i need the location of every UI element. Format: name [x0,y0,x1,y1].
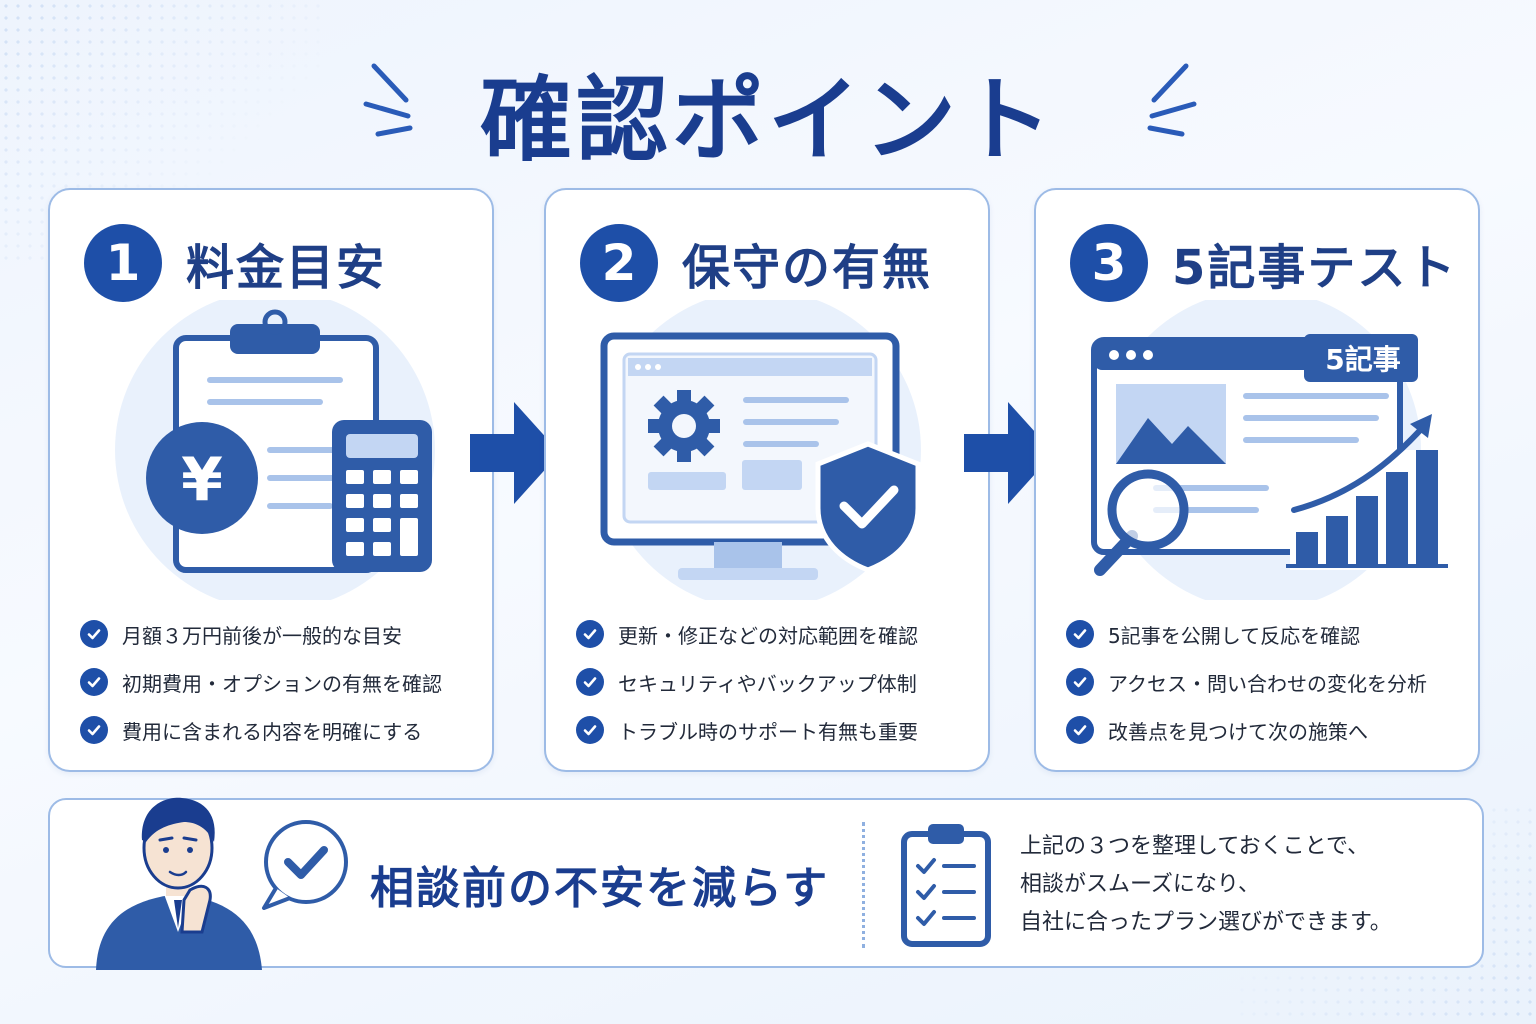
card-title: 料金目安 [186,240,387,296]
check-text: 月額３万円前後が一般的な目安 [122,623,402,648]
summary-line: 自社に合ったプラン選びができます。 [1020,910,1392,935]
check-text: トラブル時のサポート有無も重要 [618,719,918,744]
check-icon [1066,620,1094,648]
card-header: 3 5記事テスト [1070,224,1457,302]
check-icon [576,716,604,744]
check-icon [80,620,108,648]
arrow-right-icon [470,402,560,504]
check-item: 月額３万円前後が一般的な目安 [80,610,442,658]
summary-line: 上記の３つを整理しておくことで、 [1020,834,1370,859]
check-text: 改善点を見つけて次の施策へ [1108,719,1368,744]
arrow-right-icon [964,402,1054,504]
card-title: 5記事テスト [1172,240,1458,296]
step-number: 3 [1070,224,1148,302]
sparkle-left-icon [363,63,413,137]
check-text: 更新・修正などの対応範囲を確認 [618,623,918,648]
check-text: セキュリティやバックアップ体制 [618,671,917,696]
card-pricing: 1 料金目安 ¥ 月額３万円前後が一般的な目安 [48,188,494,772]
browser-chart-illustration [1091,300,1448,600]
check-item: アクセス・問い合わせの変化を分析 [1066,658,1427,706]
monitor-shield-illustration [600,300,921,600]
check-list: 5記事を公開して反応を確認 アクセス・問い合わせの変化を分析 改善点を見つけて次… [1066,610,1427,754]
check-text: 費用に含まれる内容を明確にする [122,719,423,744]
summary-line: 相談がスムーズになり、 [1020,872,1261,897]
check-item: 改善点を見つけて次の施策へ [1066,706,1427,754]
businessman-thinking-illustration [96,797,262,970]
card-header: 2 保守の有無 [580,224,932,302]
card-header: 1 料金目安 [84,224,386,302]
card-title: 保守の有無 [682,240,933,296]
check-list: 更新・修正などの対応範囲を確認 セキュリティやバックアップ体制 トラブル時のサポ… [576,610,918,754]
step-number: 2 [580,224,658,302]
check-icon [80,716,108,744]
check-list: 月額３万円前後が一般的な目安 初期費用・オプションの有無を確認 費用に含まれる内… [80,610,442,754]
card-maintenance: 2 保守の有無 [544,188,990,772]
check-text: 初期費用・オプションの有無を確認 [122,671,442,696]
check-icon [1066,668,1094,696]
article-count-badge: 5記事 [1325,343,1401,376]
check-text: 5記事を公開して反応を確認 [1108,623,1361,648]
divider [862,822,865,948]
check-text: アクセス・問い合わせの変化を分析 [1108,671,1427,696]
page-title: 確認ポイント [479,66,1056,174]
check-speech-bubble-icon [262,820,348,910]
check-item: トラブル時のサポート有無も重要 [576,706,918,754]
title-container: 確認ポイント [0,52,1536,174]
check-icon [576,620,604,648]
check-item: セキュリティやバックアップ体制 [576,658,918,706]
check-item: 費用に含まれる内容を明確にする [80,706,442,754]
clipboard-yen-calculator-illustration: ¥ [115,300,435,600]
check-item: 初期費用・オプションの有無を確認 [80,658,442,706]
check-icon [80,668,108,696]
checklist-clipboard-icon [901,824,991,947]
check-item: 5記事を公開して反応を確認 [1066,610,1427,658]
check-icon [576,668,604,696]
summary-text: 上記の３つを整理しておくことで、 相談がスムーズになり、 自社に合ったプラン選び… [1020,828,1392,942]
svg-text:¥: ¥ [181,445,223,515]
card-article-test: 3 5記事テスト 5記事 [1034,188,1480,772]
check-icon [1066,716,1094,744]
summary-panel: 相談前の不安を減らす 上記の３つを整理しておくことで、 相談がスムーズになり、 … [48,797,1484,970]
step-number: 1 [84,224,162,302]
summary-heading: 相談前の不安を減らす [370,863,830,914]
sparkle-right-icon [1147,63,1197,137]
check-item: 更新・修正などの対応範囲を確認 [576,610,918,658]
